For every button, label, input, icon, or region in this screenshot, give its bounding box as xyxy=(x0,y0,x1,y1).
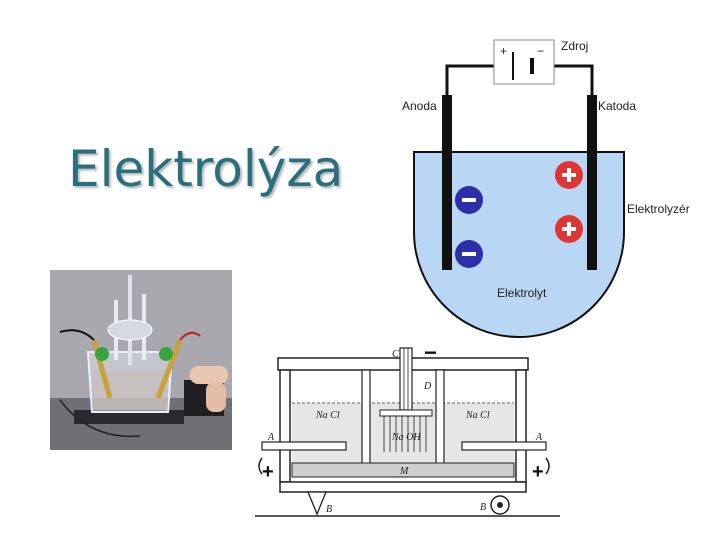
anode-label: Anoda xyxy=(402,99,437,113)
electrolyte-label: Elektrolyt xyxy=(497,286,547,300)
power-source-box xyxy=(493,39,555,85)
experiment-photo-illustration xyxy=(50,270,232,450)
cell-plus-right: + xyxy=(532,461,544,483)
cell-drawing xyxy=(255,347,560,517)
anode-electrode xyxy=(442,95,452,270)
label-nacl-left: Na Cl xyxy=(315,410,340,421)
source-label: Zdroj xyxy=(561,39,588,53)
cell-plus-left: + xyxy=(262,461,274,483)
label-nacl-right: Na Cl xyxy=(465,410,490,421)
label-m: M xyxy=(399,466,409,477)
cation-2 xyxy=(555,215,583,243)
experiment-photo xyxy=(50,270,232,450)
anion-1 xyxy=(455,186,483,214)
cation-1 xyxy=(555,161,583,189)
label-b-left: B xyxy=(326,504,332,515)
label-naoh: Na OH xyxy=(391,432,421,443)
cathode-label: Katoda xyxy=(598,99,636,113)
label-c: C xyxy=(392,349,399,360)
label-b-right: B xyxy=(480,502,486,513)
anion-2 xyxy=(455,240,483,268)
label-a-left: A xyxy=(267,432,275,443)
source-minus: − xyxy=(537,44,544,58)
cell-top-minus: − xyxy=(424,340,437,365)
circuit-wire xyxy=(445,64,594,98)
label-a-right: A xyxy=(535,432,543,443)
cathode-electrode xyxy=(587,95,597,270)
page-title: Elektrolýza xyxy=(68,140,344,198)
label-d: D xyxy=(423,381,432,392)
vessel-label: Elektrolyzér xyxy=(627,202,690,216)
source-plus: + xyxy=(500,44,507,58)
